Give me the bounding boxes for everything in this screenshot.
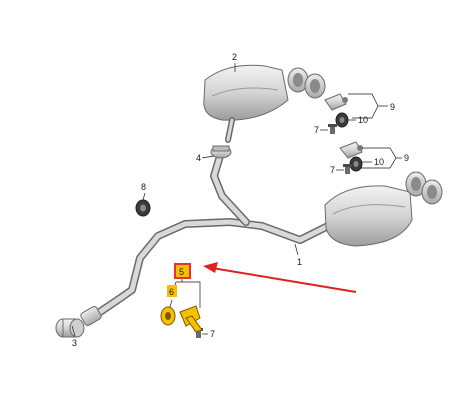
hanger-upper — [324, 93, 348, 111]
callout-6: 6 — [169, 287, 174, 297]
callout-2: 2 — [232, 52, 237, 62]
highlight-box-5 — [174, 263, 191, 279]
callout-9-lower: 9 — [404, 153, 409, 163]
callout-1: 1 — [297, 257, 302, 267]
rubber-mount-upper — [335, 112, 349, 128]
callout-7-upper: 7 — [314, 125, 319, 135]
callout-5: 5 — [179, 267, 184, 277]
pointer-arrow — [203, 262, 357, 293]
center-silencer — [324, 171, 443, 247]
callout-8: 8 — [141, 182, 146, 192]
clamp — [210, 145, 232, 159]
callout-9-upper: 9 — [390, 102, 395, 112]
callout-4: 4 — [196, 153, 201, 163]
rear-silencer — [203, 64, 326, 143]
callout-10-upper: 10 — [358, 115, 368, 125]
callout-3: 3 — [72, 338, 77, 348]
callout-7-lower: 7 — [210, 329, 215, 339]
bolt-upper — [328, 124, 337, 134]
leader-lines — [71, 63, 402, 337]
pipe-coupling — [55, 318, 85, 338]
main-exhaust-pipe — [80, 152, 344, 326]
callout-10-lower: 10 — [374, 157, 384, 167]
rubber-mount-left — [135, 199, 151, 217]
callout-7-middle: 7 — [330, 165, 335, 175]
bolt-middle — [343, 164, 352, 174]
hanger-lower — [339, 141, 363, 159]
bracket-assembly — [179, 305, 203, 333]
rubber-mount-highlight — [160, 306, 176, 326]
